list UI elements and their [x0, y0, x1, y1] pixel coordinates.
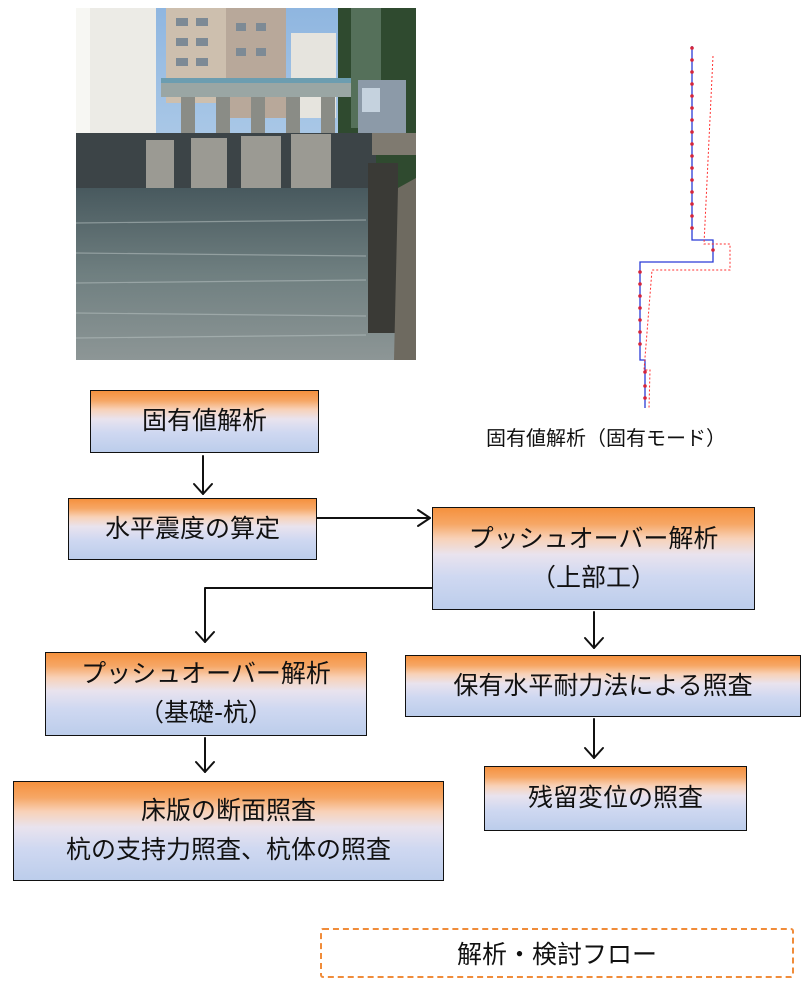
pushover-superstructure-label: プッシュオーバー解析: [468, 523, 719, 553]
arrow-seismic-to-pushover-top: [316, 509, 431, 527]
eigenvalue-analysis-box: 固有値解析: [90, 390, 319, 453]
seismic-coefficient-box: 水平震度の算定: [68, 498, 317, 560]
pushover-superstructure-sublabel: （上部工）: [530, 562, 656, 592]
residual-displacement-label: 残留変位の照査: [527, 783, 703, 813]
photo-illustration: [76, 8, 416, 360]
arrow-eigen-to-seismic: [193, 455, 213, 495]
slab-pile-check-box: 床版の断面照査 杭の支持力照査、杭体の照査: [13, 781, 444, 881]
capacity-check-label: 保有水平耐力法による照査: [453, 670, 753, 700]
flow-legend-label: 解析・検討フロー: [456, 940, 657, 969]
harbor-gate-photo: [76, 8, 416, 360]
flow-legend: 解析・検討フロー: [320, 928, 794, 978]
capacity-check-box: 保有水平耐力法による照査: [405, 655, 801, 717]
pushover-foundation-sublabel: （基礎-杭）: [138, 698, 274, 727]
mode-shape-caption: 固有値解析（固有モード）: [486, 426, 726, 450]
mode-shape-nodes: [638, 46, 715, 400]
pushover-superstructure-box: プッシュオーバー解析 （上部工）: [432, 507, 755, 610]
mode-shape-deformed: [643, 55, 731, 409]
arrow-foundation-to-slab: [195, 737, 215, 773]
eigenvalue-analysis-label: 固有値解析: [141, 406, 267, 436]
pushover-foundation-box: プッシュオーバー解析 （基礎-杭）: [45, 652, 367, 736]
arrow-top-to-foundation: [195, 587, 433, 643]
slab-check-label: 床版の断面照査: [140, 796, 316, 826]
pile-check-label: 杭の支持力照査、杭体の照査: [65, 835, 391, 864]
seismic-coefficient-label: 水平震度の算定: [104, 513, 280, 543]
pushover-foundation-label: プッシュオーバー解析: [81, 659, 331, 689]
residual-displacement-box: 残留変位の照査: [484, 766, 747, 831]
arrow-capacity-to-residual: [584, 718, 604, 759]
arrow-top-to-capacity: [584, 611, 604, 649]
mode-shape-original: [639, 46, 714, 408]
